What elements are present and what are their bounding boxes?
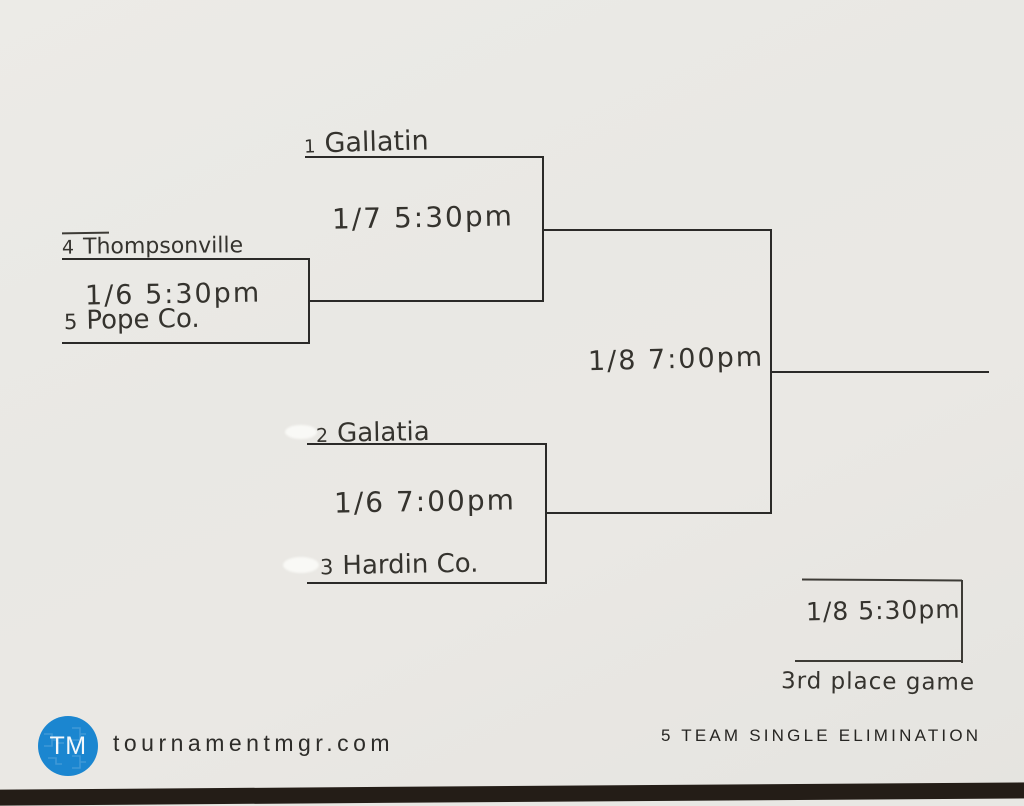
playin-vertical-line (308, 258, 310, 344)
seed5-slot-line (62, 342, 310, 344)
seed-number: 2 (315, 424, 329, 447)
semifinal-bottom-schedule: 1/6 7:00pm (333, 483, 517, 520)
third-place-box-bottom (795, 660, 963, 662)
playin-winner-line (310, 300, 544, 302)
team-name: Gallatin (324, 125, 430, 160)
third-place-caption: 3rd place game (780, 668, 976, 696)
site-url-text: tournamentmgr.com (113, 730, 395, 756)
semifinal2-vertical-line (545, 443, 547, 584)
logo-monogram: TM (49, 731, 87, 760)
whiteout-mark (283, 557, 319, 573)
playin-bottom-entry: 5 Pope Co. (63, 303, 200, 336)
championship-schedule: 1/8 7:00pm (587, 341, 765, 378)
semifinal-top-schedule: 1/7 5:30pm (331, 199, 515, 236)
seed4-slot-line (62, 258, 310, 260)
seed2-slot-line (307, 443, 547, 445)
playin-top-entry: 4 Thompsonville (61, 233, 244, 260)
final-vertical-line (770, 229, 772, 514)
team-name: Pope Co. (86, 303, 200, 336)
whiteout-mark (285, 425, 317, 439)
semifinal-top-entry: 1 Gallatin (303, 125, 430, 160)
seed-number: 3 (319, 555, 334, 580)
third-place-box-right (961, 580, 963, 663)
seed1-slot-line (305, 156, 543, 158)
champion-line (772, 371, 989, 373)
semifinal1-vertical-line (542, 156, 544, 302)
team-name: Hardin Co. (342, 548, 479, 581)
semifinal2-winner-line (547, 512, 772, 514)
semifinal1-winner-line (544, 229, 772, 231)
bracket-pattern-icon (44, 727, 86, 769)
seed-number: 4 (61, 236, 75, 259)
semifinal-bottom-bottom-entry: 3 Hardin Co. (319, 548, 479, 581)
seed3-slot-line (307, 582, 547, 584)
semifinal-bottom-top-entry: 2 Galatia (315, 417, 430, 449)
seed-number: 5 (63, 309, 78, 335)
bracket-format-title: 5 TEAM SINGLE ELIMINATION (661, 726, 982, 745)
tournamentmgr-logo: TM (38, 716, 98, 776)
third-place-schedule: 1/8 5:30pm (805, 594, 961, 627)
team-name: Thompsonville (82, 233, 244, 260)
team-name: Galatia (336, 417, 430, 449)
seed-number: 1 (303, 136, 316, 158)
